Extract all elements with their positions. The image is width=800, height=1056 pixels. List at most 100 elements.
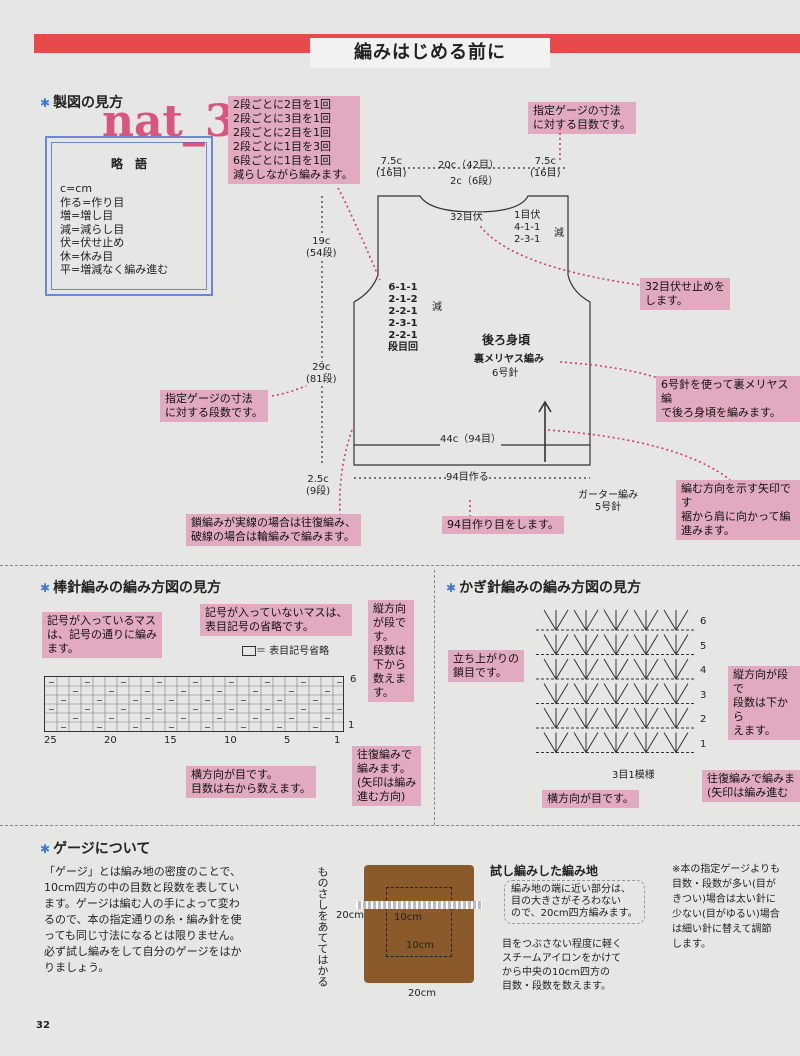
purl-symbol: − [240,696,247,705]
purl-symbol: − [336,678,343,687]
purl-symbol: − [276,723,283,731]
note-stripe: 鎖編みが実線の場合は往復編み、破線の場合は輪編みで編みます。 [186,514,361,546]
leader-decrease [337,187,381,281]
back-body-outline [353,195,591,446]
page-number: 32 [36,1020,50,1031]
knit-legend: ＝ 表目記号省略 [242,646,329,658]
purl-symbol: − [288,714,295,723]
page-title: 編みはじめる前に [310,38,550,68]
purl-symbol: − [252,714,259,723]
purl-symbol: − [108,714,115,723]
purl-symbol: − [204,723,211,731]
leader-arrow [547,429,731,481]
purl-symbol: − [132,723,139,731]
note-bind: 32目伏せ止めをします。 [640,278,730,310]
side-note: ※本の指定ゲージよりも目数・段数が多い(目がきつい)場合は太い針に少ない(目がゆ… [672,864,780,950]
purl-symbol: − [300,678,307,687]
swatch-note: 編み地の端に近い部分は、目の大きさがそろわないので、20cm四方編みます。 [504,880,645,924]
hem-outline [353,445,591,466]
note-gauge-stitch: 指定ゲージの寸法に対する目数です。 [528,102,636,134]
note-crochet-flat: 往復編みで編みま(矢印は編み進む [702,770,800,802]
gauge-paragraph: 「ゲージ」とは編み地の密度のことで、10cm四方の中の目数と段数を表しています。… [44,865,242,974]
purl-symbol: − [48,678,55,687]
purl-symbol: − [192,678,199,687]
purl-symbol: − [192,705,199,714]
purl-symbol: − [180,687,187,696]
note-crochet-stitches: 横方向が目です。 [542,790,639,808]
purl-symbol: − [144,714,151,723]
purl-symbol: − [72,714,79,723]
purl-symbol: − [276,696,283,705]
asterisk-icon: ✱ [446,581,457,595]
asterisk-icon: ✱ [40,581,51,595]
leader-needle [559,361,659,379]
purl-symbol: − [180,714,187,723]
purl-symbol: − [228,705,235,714]
purl-symbol: − [252,687,259,696]
purl-symbol: − [96,723,103,731]
note-crochet-rows: 縦方向が段で段数は下からえます。 [728,666,800,740]
divider [0,825,800,826]
purl-symbol: − [204,696,211,705]
garment-diagram [271,128,731,520]
note-flat: 往復編みで編みます。(矢印は編み進む方向) [352,746,422,806]
abbreviation-legend: 略 語 c=cm 作る=作り目 増=増し目 減=減らし目 伏=伏せ止め 休=休み… [45,136,213,296]
divider [0,565,800,566]
purl-symbol: − [60,696,67,705]
purl-symbol: − [156,705,163,714]
purl-symbol: − [240,723,247,731]
section-title-chart: ✱製図の見方 [40,95,124,111]
knit-chart-grid: −−−−−−−−−−−−−−−−−−−−−−−−−−−−−−−−−−−−−−−−… [44,676,344,732]
purl-symbol: − [300,705,307,714]
measure-box [386,887,452,957]
note-gauge-row: 指定ゲージの寸法に対する段数です。 [160,390,268,422]
purl-symbol: − [324,714,331,723]
leader-stripe [338,429,353,516]
note-needle: 6号針を使って裏メリヤス編で後ろ身頃を編みます。 [656,376,800,422]
leader-bind [474,217,641,286]
purl-symbol: − [312,723,319,731]
section-title-gauge: ✱ゲージについて [40,841,151,857]
purl-symbol: − [120,705,127,714]
purl-symbol: − [228,678,235,687]
purl-symbol: − [48,705,55,714]
piece-name: 後ろ身頃 [482,333,531,347]
swatch-image [356,865,482,983]
purl-symbol: − [84,705,91,714]
section-title-crochet: ✱かぎ針編みの編み方図の見方 [446,580,642,596]
note-turning-chain: 立ち上がりの鎖目です。 [448,650,524,682]
note-symbol: 記号が入っているマスは、記号の通りに編みます。 [42,612,162,658]
arrow-head [538,400,552,413]
note-arrow: 編む方向を示す矢印です裾から肩に向かって編進みます。 [676,480,800,540]
crochet-chart [536,609,696,754]
divider [434,570,435,825]
purl-symbol: − [84,678,91,687]
legend-title: 略 語 [110,157,147,171]
asterisk-icon: ✱ [40,96,51,110]
purl-symbol: − [336,705,343,714]
purl-symbol: − [216,687,223,696]
purl-symbol: − [60,723,67,731]
steam-note: 目をつぶさない程度に軽くスチームアイロンをかけてから中央の10cm四方の目数・段… [502,939,622,992]
purl-symbol: − [72,687,79,696]
purl-symbol: − [216,714,223,723]
purl-symbol: − [168,723,175,731]
ruler-icon [356,901,482,909]
asterisk-icon: ✱ [40,842,51,856]
purl-symbol: − [288,687,295,696]
purl-symbol: − [324,687,331,696]
purl-symbol: − [132,696,139,705]
note-cast: 94目作り目をします。 [442,516,564,534]
purl-symbol: − [264,678,271,687]
note-rows: 縦方向が段です。段数は下から数えます。 [368,600,414,702]
note-blank: 記号が入っていないマスは、表目記号の省略です。 [200,604,353,636]
knit-axis: 25 20 15 10 5 1 [44,735,341,746]
purl-symbol: − [156,678,163,687]
purl-symbol: − [168,696,175,705]
purl-symbol: − [264,705,271,714]
purl-symbol: − [96,696,103,705]
section-title-knit: ✱棒針編みの編み方図の見方 [40,580,222,596]
note-stitches: 横方向が目です。目数は右から数えます。 [186,766,316,798]
